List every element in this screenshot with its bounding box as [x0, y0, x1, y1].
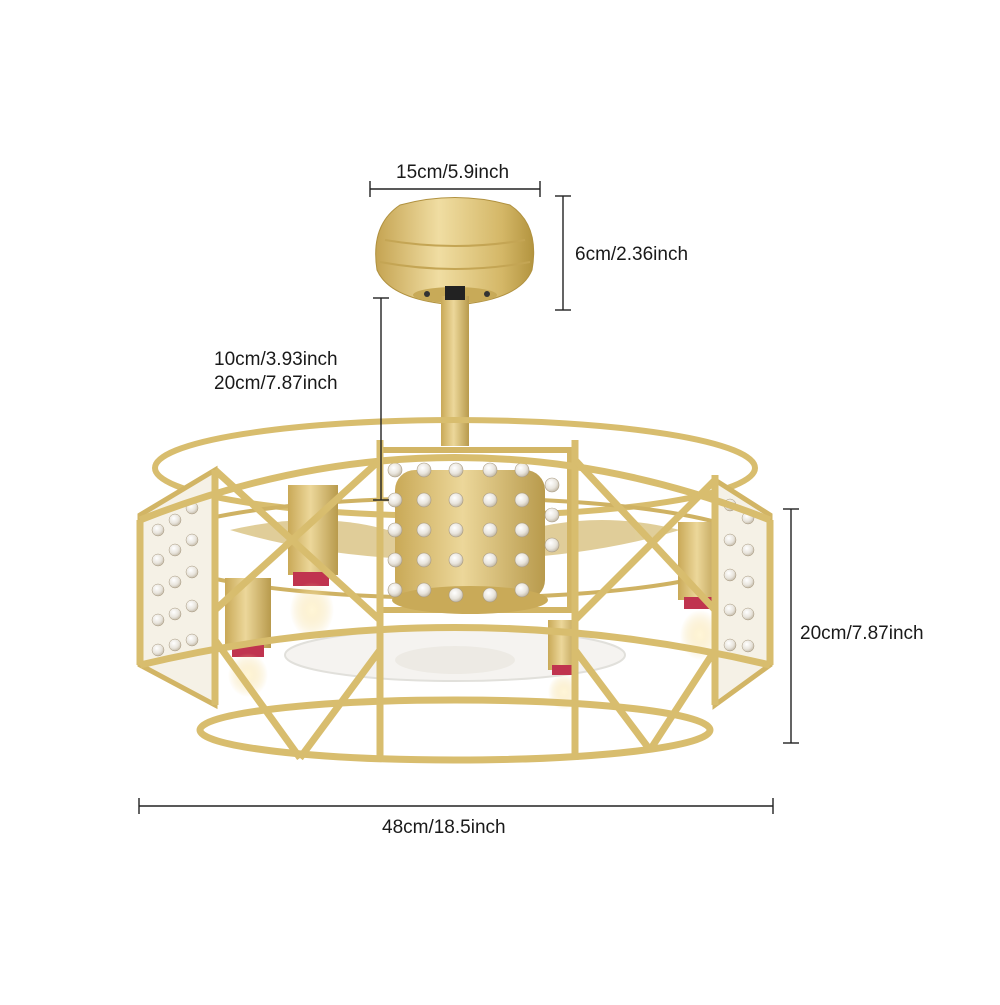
crystal-panel-left — [137, 465, 218, 710]
dim-body-width — [138, 798, 774, 814]
downrod-long-label: 20cm/7.87inch — [214, 373, 338, 394]
body-height-label: 20cm/7.87inch — [800, 623, 924, 644]
center-housing — [377, 447, 573, 614]
dimension-lines — [138, 181, 799, 814]
dim-canopy-width — [369, 181, 541, 197]
canopy-width-label: 15cm/5.9inch — [396, 162, 510, 183]
downrod-coupler — [445, 286, 465, 300]
cage-front — [136, 440, 774, 764]
downrod — [441, 296, 469, 446]
dim-downrod — [373, 297, 389, 501]
body-width-label: 48cm/18.5inch — [382, 817, 506, 838]
dim-canopy-height — [555, 195, 571, 311]
downrod-short-label: 10cm/3.93inch — [214, 349, 338, 370]
dim-body-height — [783, 508, 799, 744]
canopy-height-label: 6cm/2.36inch — [575, 244, 689, 265]
canopy — [375, 197, 535, 306]
